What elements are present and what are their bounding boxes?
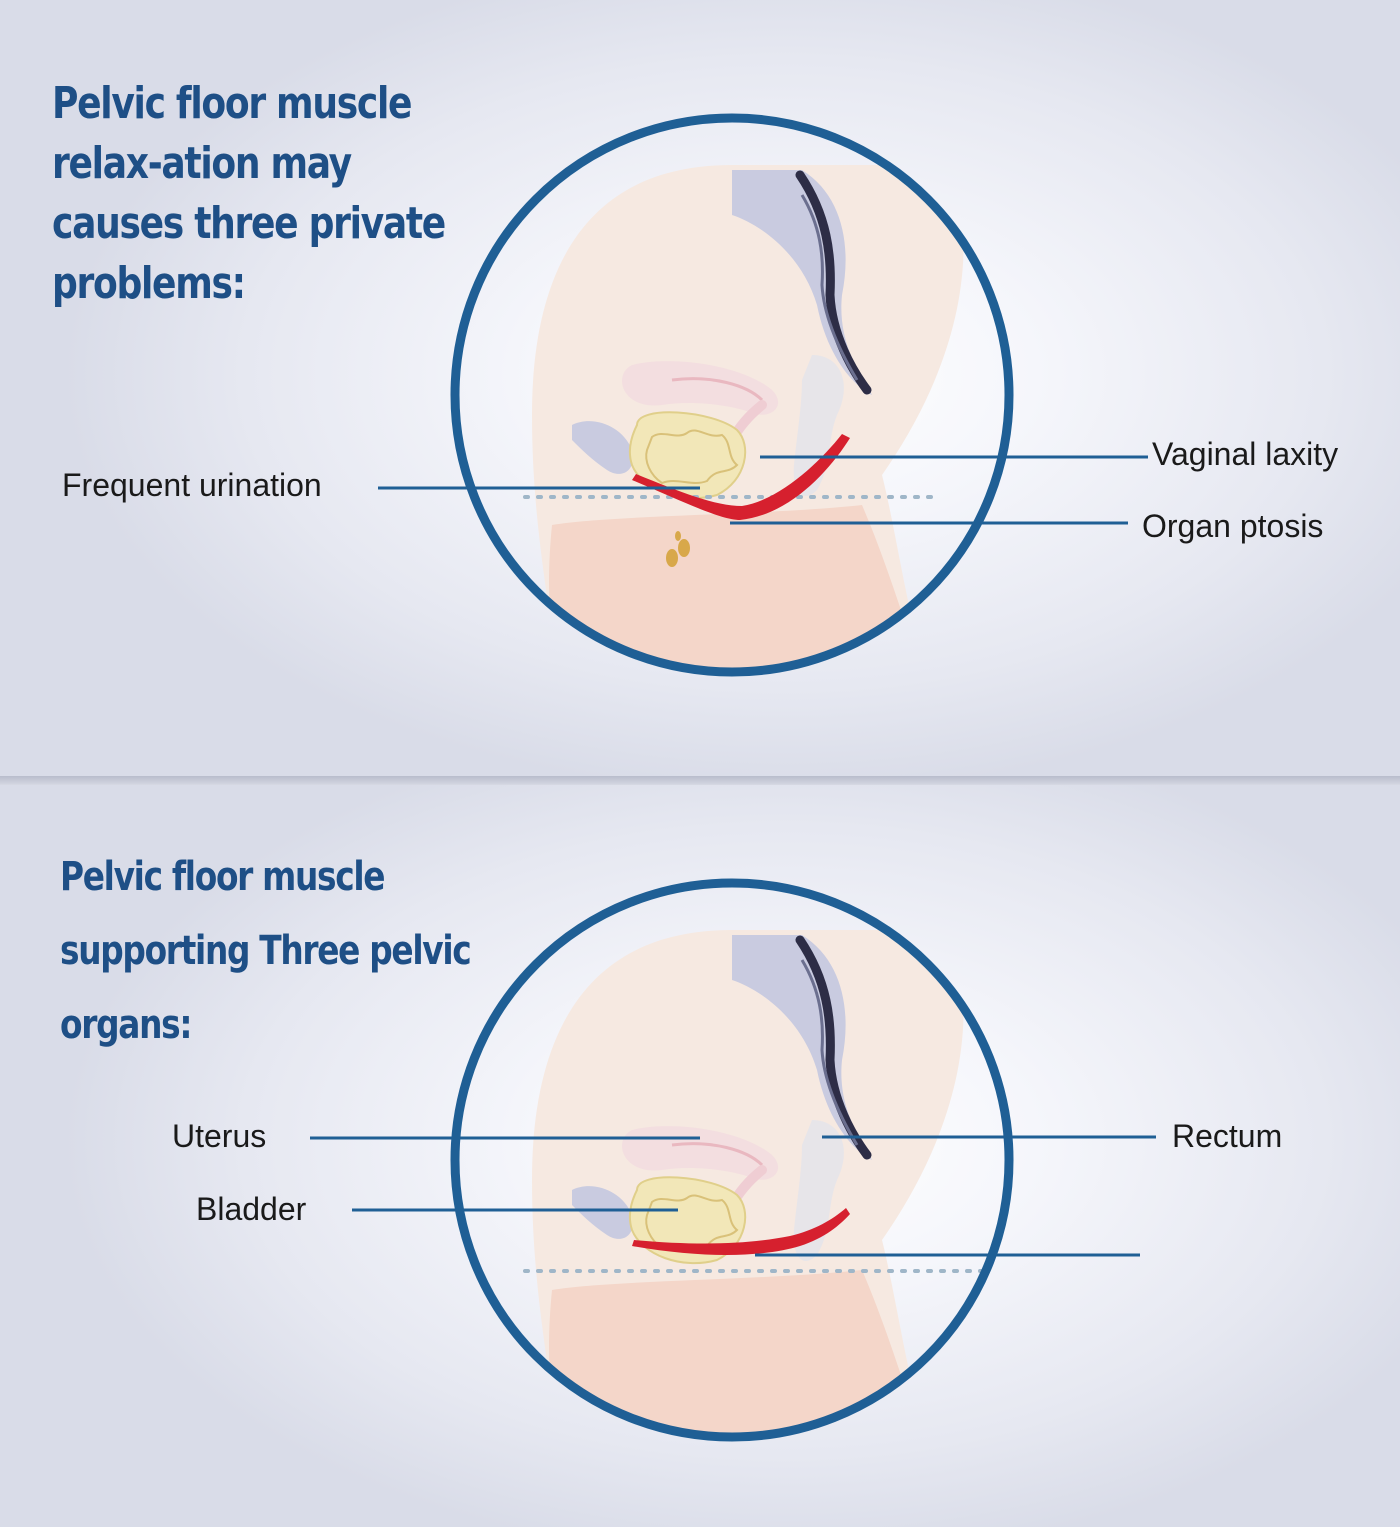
label-bladder: Bladder [196,1191,307,1227]
label-rectum: Rectum [1172,1118,1283,1154]
urine-drop-icon [675,531,681,541]
pelvic-floor-muscle-supporting [632,1208,850,1255]
urine-drop-icon [666,549,678,567]
urine-drop-icon [678,539,690,557]
label-frequent-urination: Frequent urination [62,467,322,503]
label-vaginal-laxity: Vaginal laxity [1152,436,1339,472]
label-organ-ptosis: Organ ptosis [1142,508,1324,544]
bottom-lens-circle [450,878,1014,1442]
supporting-pelvic-floor-illustration [523,930,1009,1460]
pelvic-floor-muscle-sagging [632,434,850,520]
top-lens-circle [450,113,1014,677]
top-heading: Pelvic floor muscle relax-ation may caus… [52,78,446,309]
bottom-heading: Pelvic floor muscle supporting Three pel… [60,854,472,1048]
label-uterus: Uterus [172,1118,267,1154]
relaxed-pelvic-floor-illustration [523,165,964,695]
